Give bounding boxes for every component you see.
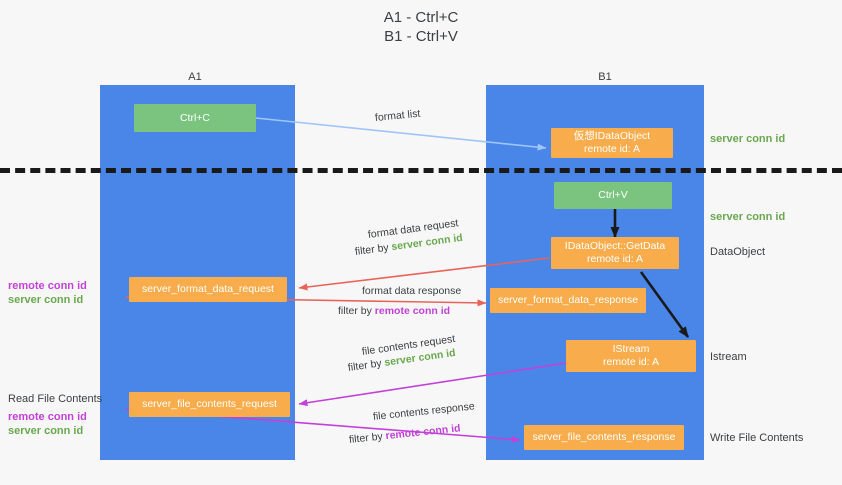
- right-label-server-conn-id-top: server conn id: [710, 133, 786, 145]
- right-label-dataobject: DataObject: [710, 246, 766, 258]
- tag-remote-conn-id: remote conn id: [384, 422, 462, 443]
- edge-label-file-contents-response: file contents response: [372, 399, 475, 424]
- edge-label-file-contents-response-text: file contents response: [372, 400, 476, 423]
- node-virtual-dataobject-sub: remote id: A: [583, 143, 641, 155]
- node-server-format-data-request[interactable]: server_format_data_request: [129, 277, 287, 302]
- right-label-istream: Istream: [710, 351, 747, 363]
- column-header-a1-name: A1: [188, 71, 202, 83]
- node-getdata-title: IDataObject::GetData: [564, 240, 666, 252]
- filter-prefix: filter by: [347, 356, 386, 374]
- left-label-server-conn-id-2: server conn id: [8, 425, 84, 437]
- edge-label-format-data-response-text: format data response: [362, 285, 462, 297]
- node-server-file-contents-request[interactable]: server_file_contents_request: [129, 392, 290, 417]
- left-label-remote-conn-id-1: remote conn id: [8, 280, 87, 292]
- node-istream[interactable]: IStream remote id: A: [566, 340, 696, 372]
- node-virtual-dataobject-title: 仮想IDataObject: [573, 130, 651, 142]
- node-virtual-dataobject[interactable]: 仮想IDataObject remote id: A: [551, 128, 673, 158]
- filter-prefix: filter by: [348, 430, 387, 446]
- edge-label-format-list: format list: [374, 107, 421, 125]
- node-server-format-data-response-label: server_format_data_response: [497, 294, 639, 306]
- right-label-server-conn-id-mid: server conn id: [710, 211, 786, 223]
- node-server-file-contents-response[interactable]: server_file_contents_response: [524, 425, 684, 450]
- filter-prefix: filter by: [338, 305, 375, 317]
- node-server-format-data-response[interactable]: server_format_data_response: [490, 288, 646, 313]
- right-label-write-file-contents: Write File Contents: [710, 432, 804, 444]
- edge-label-file-contents-response-filter: filter by remote conn id: [348, 421, 461, 447]
- node-ctrl-c[interactable]: Ctrl+C: [134, 104, 256, 132]
- left-label-group-format: remote conn id server conn id: [8, 279, 87, 307]
- node-ctrl-c-label: Ctrl+C: [179, 111, 211, 124]
- edge-label-format-data-response-filter: filter by remote conn id: [338, 304, 450, 318]
- node-ctrl-v-label: Ctrl+V: [598, 189, 628, 201]
- left-label-read-file-contents: Read File Contents: [8, 393, 103, 405]
- node-getdata[interactable]: IDataObject::GetData remote id: A: [551, 237, 679, 269]
- node-istream-title: IStream: [612, 343, 650, 355]
- node-server-format-data-request-label: server_format_data_request: [142, 283, 274, 295]
- phase-divider: [0, 168, 842, 173]
- node-server-file-contents-request-label: server_file_contents_request: [142, 398, 277, 410]
- node-server-file-contents-response-label: server_file_contents_response: [532, 431, 676, 443]
- node-ctrl-v[interactable]: Ctrl+V: [554, 182, 672, 209]
- node-istream-sub: remote id: A: [602, 356, 660, 368]
- edge-label-format-data-response: format data response: [362, 284, 461, 298]
- left-label-remote-conn-id-2: remote conn id: [8, 411, 87, 423]
- edge-label-format-list-text: format list: [374, 107, 421, 124]
- node-getdata-sub: remote id: A: [586, 253, 644, 265]
- filter-prefix: filter by: [354, 241, 393, 258]
- column-header-b1-name: B1: [598, 71, 612, 83]
- left-label-server-conn-id-1: server conn id: [8, 294, 84, 306]
- tag-remote-conn-id: remote conn id: [374, 305, 451, 317]
- page-title: A1 - Ctrl+C B1 - Ctrl+V: [383, 9, 459, 45]
- left-label-group-file: Read File Contents remote conn id server…: [8, 392, 102, 438]
